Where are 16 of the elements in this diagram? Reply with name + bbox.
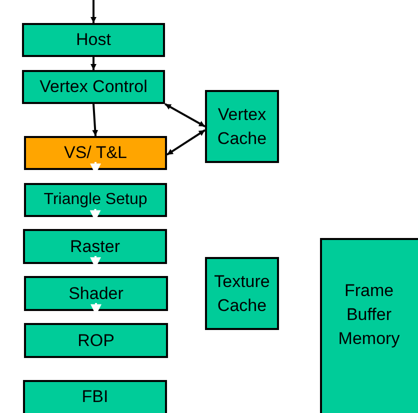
memory-box: Frame Buffer Memory	[320, 238, 418, 413]
arrow	[166, 129, 206, 156]
process-box: Raster	[23, 229, 167, 264]
process-box: Shader	[24, 276, 168, 311]
arrow	[92, 104, 98, 136]
arrow	[164, 103, 206, 128]
process-box: Vertex Control	[22, 70, 165, 104]
arrow	[90, 57, 96, 70]
process-box: Triangle Setup	[24, 183, 167, 217]
process-box: VS/ T&L	[24, 136, 167, 170]
process-box: FBI	[23, 380, 167, 413]
arrow	[90, 0, 96, 23]
process-box: Host	[22, 23, 165, 57]
process-box: ROP	[24, 323, 168, 358]
cache-box: Vertex Cache	[205, 90, 279, 163]
cache-box: Texture Cache	[205, 257, 279, 330]
